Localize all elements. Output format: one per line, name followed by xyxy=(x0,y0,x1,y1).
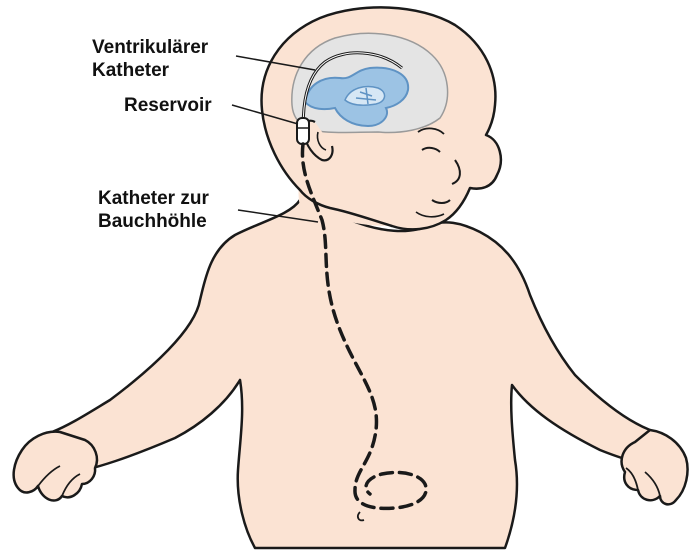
reservoir xyxy=(297,118,309,144)
label-peritoneal-catheter-line1: Katheter zur xyxy=(98,187,209,210)
label-peritoneal-catheter-line2: Bauchhöhle xyxy=(98,210,209,233)
label-peritoneal-catheter: Katheter zur Bauchhöhle xyxy=(98,187,209,233)
label-ventricular-catheter: Ventrikulärer Katheter xyxy=(92,36,208,82)
left-hand xyxy=(14,432,97,501)
baby-torso xyxy=(52,200,655,548)
label-ventricular-catheter-line2: Katheter xyxy=(92,59,208,82)
label-ventricular-catheter-line1: Ventrikulärer xyxy=(92,36,208,59)
label-reservoir: Reservoir xyxy=(124,94,212,117)
